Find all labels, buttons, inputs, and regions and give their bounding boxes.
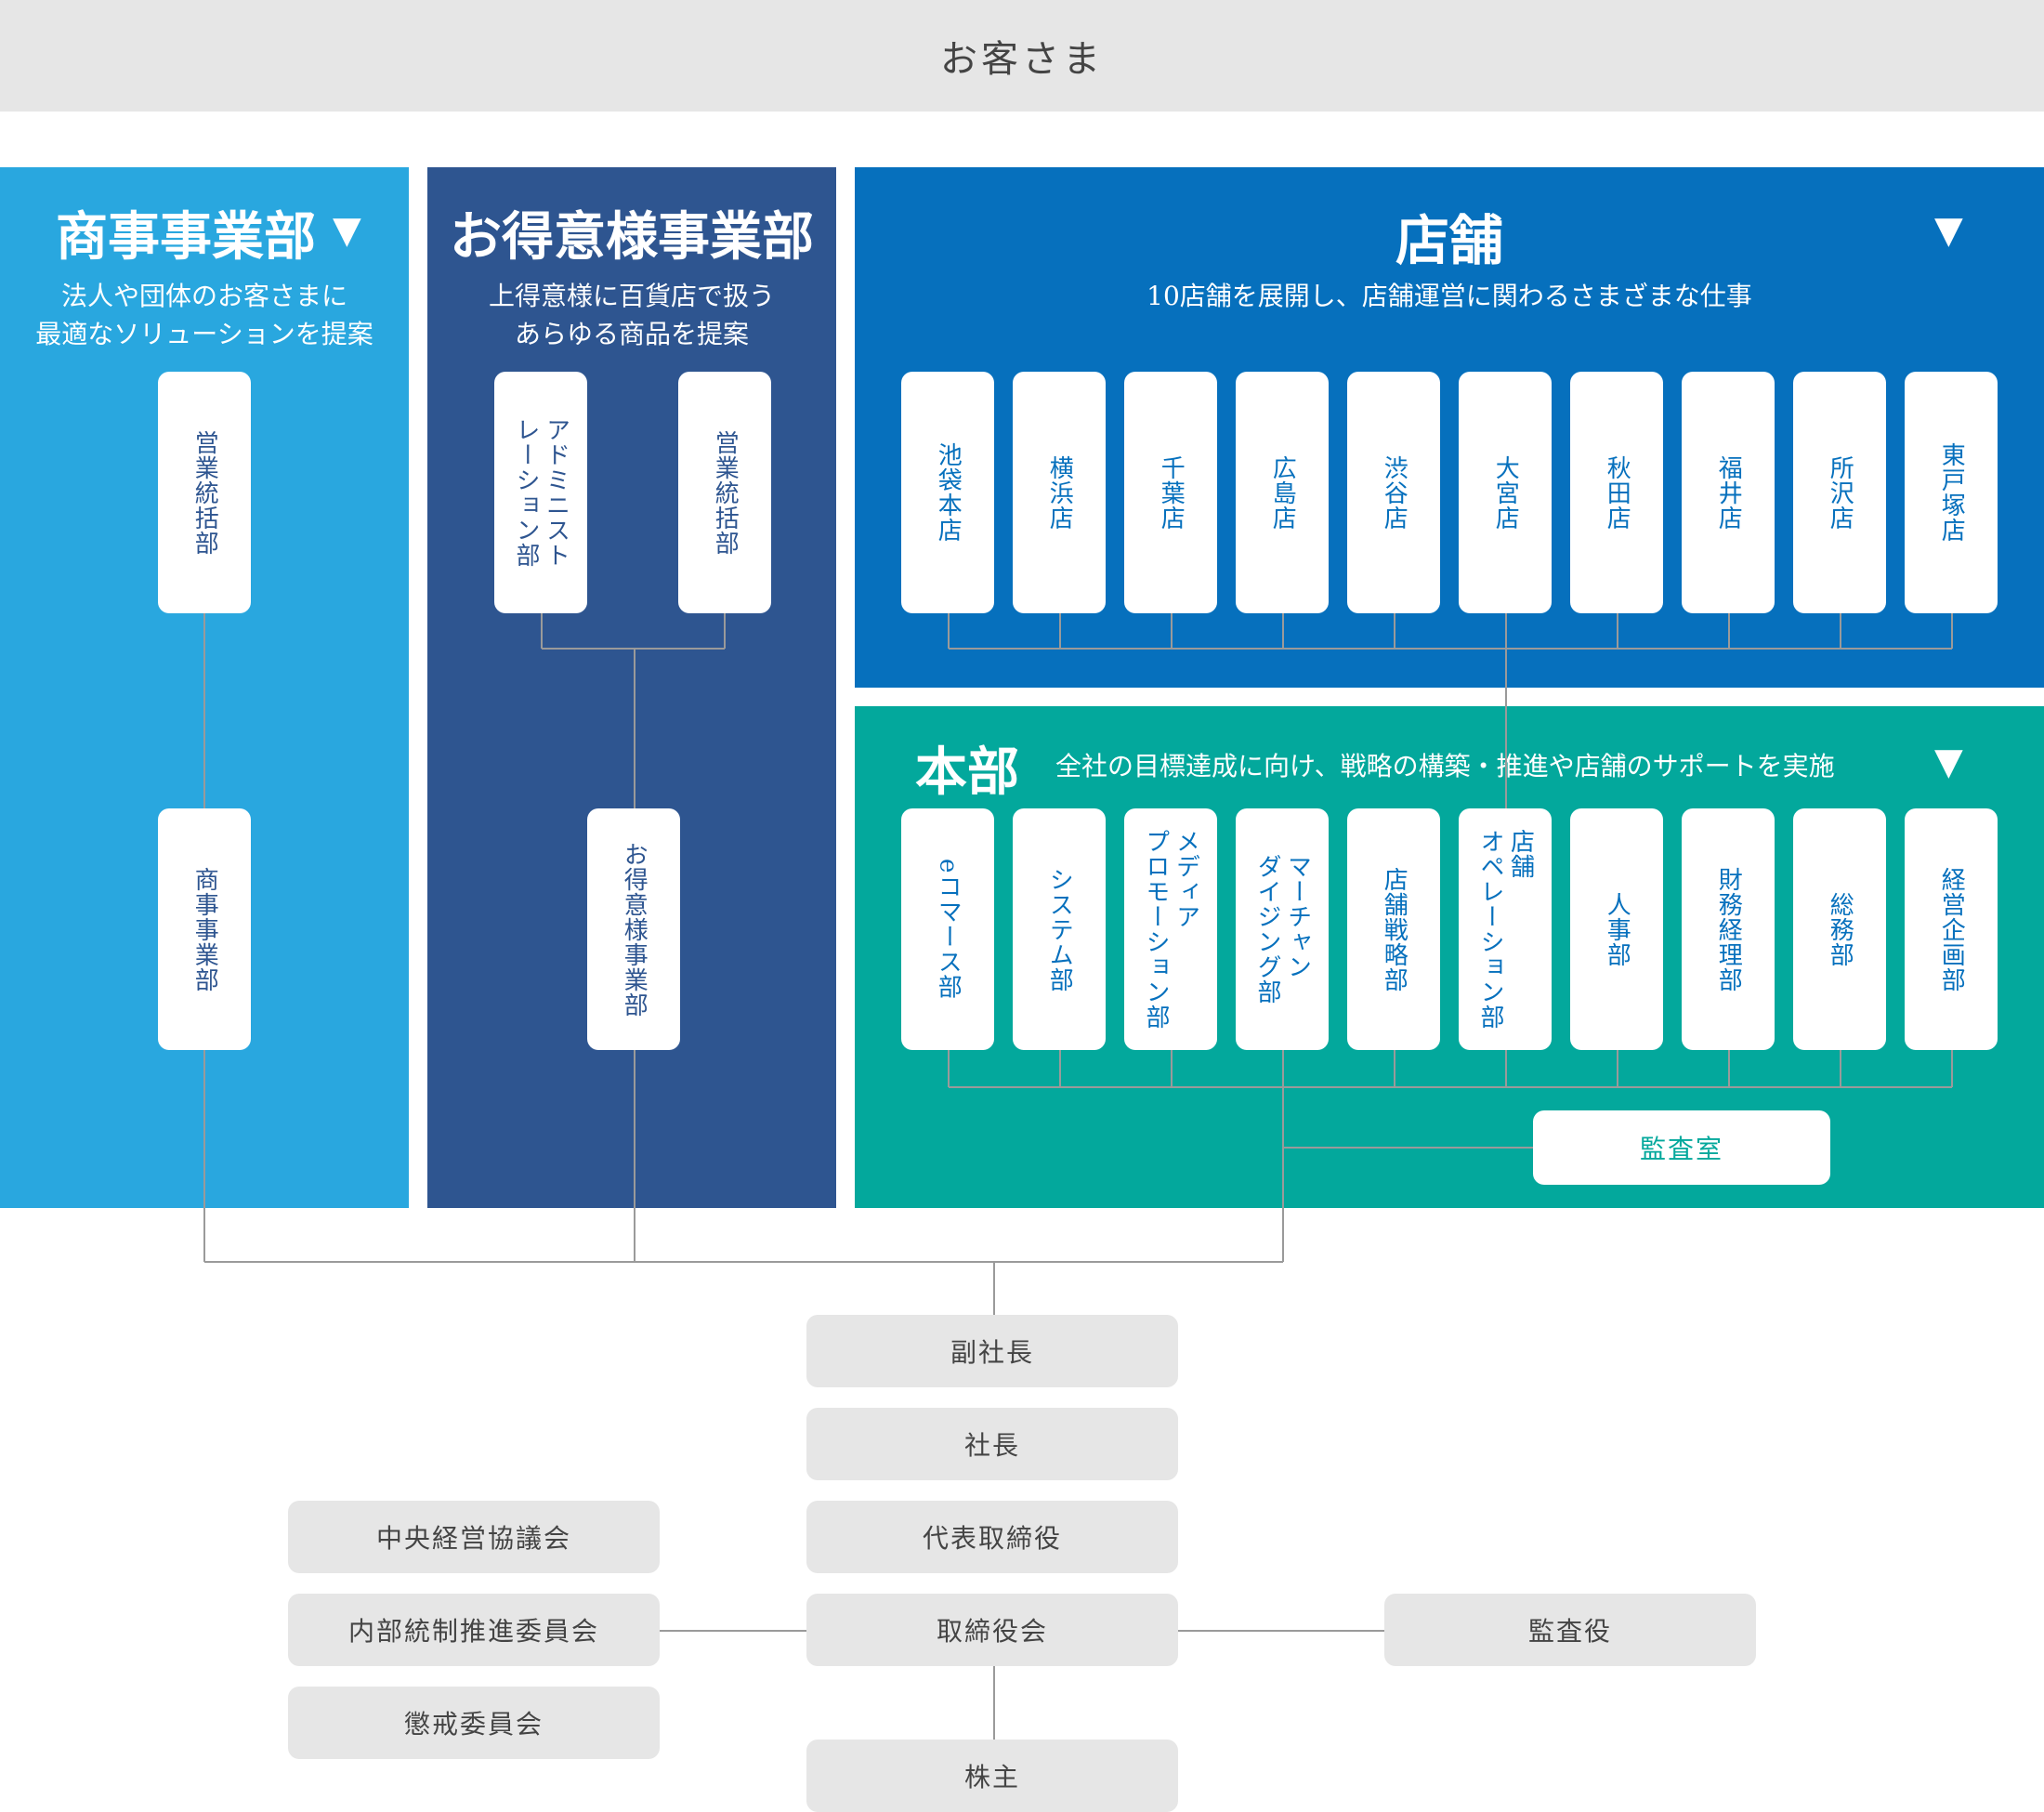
store-label: 池袋本店 — [934, 442, 963, 543]
otokui-sales-management-label: 営業統括部 — [711, 429, 740, 556]
hq-dept-label: システム部 — [1045, 866, 1074, 992]
otokui-subtitle-line2: あらゆる商品を提案 — [514, 319, 749, 349]
hq-dept-label: 財務経理部 — [1714, 866, 1743, 992]
stores-title: 店舗 — [1395, 209, 1503, 272]
hq-dept-label: eコマース部 — [934, 859, 963, 1000]
shoji-division-box[interactable]: 商事事業部 — [158, 808, 251, 1050]
board-of-directors-box[interactable]: 取締役会 — [806, 1594, 1178, 1666]
hq-dept-label: 店舗 オペレーション部 — [1476, 829, 1535, 1030]
shareholders-box[interactable]: 株主 — [806, 1740, 1178, 1812]
audit-room-box[interactable]: 監査室 — [1533, 1110, 1830, 1185]
store-box[interactable]: 広島店 — [1236, 372, 1329, 613]
representative-director-box[interactable]: 代表取締役 — [806, 1501, 1178, 1573]
store-label: 千葉店 — [1157, 454, 1186, 531]
hq-dept-label: 人事部 — [1603, 891, 1631, 967]
hq-dept-box[interactable]: 経営企画部 — [1905, 808, 1998, 1050]
headquarters-title: 本部 — [915, 742, 1019, 803]
shoji-division-label: 商事事業部 — [190, 866, 219, 992]
hq-dept-box[interactable]: メディア プロモーション部 — [1124, 808, 1217, 1050]
vice-president-box[interactable]: 副社長 — [806, 1315, 1178, 1387]
shareholders-label: 株主 — [963, 1762, 1020, 1792]
shoji-sales-management-box[interactable]: 営業統括部 — [158, 372, 251, 613]
store-label: 福井店 — [1714, 454, 1743, 531]
store-label: 広島店 — [1268, 454, 1297, 531]
stores-subtitle: 10店舗を展開し、店舗運営に関わるさまざまな仕事 — [1146, 281, 1752, 311]
hq-dept-box[interactable]: eコマース部 — [901, 808, 994, 1050]
store-label: 所沢店 — [1826, 454, 1854, 531]
store-box[interactable]: 東戸塚店 — [1905, 372, 1998, 613]
stores-expand-triangle-down-icon[interactable]: ▼ — [1934, 209, 1963, 252]
shoji-subtitle-line1: 法人や団体のお客さまに — [60, 281, 347, 311]
hq-dept-label: メディア プロモーション部 — [1142, 829, 1200, 1030]
hq-dept-box[interactable]: 店舗 オペレーション部 — [1459, 808, 1552, 1050]
shoji-subtitle-line2: 最適なソリューションを提案 — [35, 319, 373, 349]
representative-director-label: 代表取締役 — [922, 1523, 1062, 1554]
store-box[interactable]: 福井店 — [1682, 372, 1775, 613]
customers-bar: お客さま — [0, 0, 2044, 112]
president-label: 社長 — [963, 1430, 1020, 1461]
hq-dept-box[interactable]: マーチャン ダイジング部 — [1236, 808, 1329, 1050]
otokui-administration-label: アドミニスト レーション部 — [512, 417, 570, 568]
hq-dept-label: マーチャン ダイジング部 — [1253, 854, 1312, 1004]
audit-room-label: 監査室 — [1639, 1134, 1723, 1164]
headquarters-expand-triangle-down-icon[interactable]: ▼ — [1934, 741, 1963, 783]
president-box[interactable]: 社長 — [806, 1408, 1178, 1480]
central-management-council-box[interactable]: 中央経営協議会 — [288, 1501, 660, 1573]
hq-dept-label: 総務部 — [1826, 891, 1854, 967]
store-box[interactable]: 所沢店 — [1793, 372, 1886, 613]
internal-control-committee-box[interactable]: 内部統制推進委員会 — [288, 1594, 660, 1666]
committee-label: 懲戒委員会 — [403, 1709, 544, 1740]
committee-label: 内部統制推進委員会 — [347, 1616, 599, 1647]
otokui-sales-management-box[interactable]: 営業統括部 — [678, 372, 771, 613]
hq-dept-box[interactable]: 店舗戦略部 — [1347, 808, 1440, 1050]
shoji-title: 商事事業部 — [56, 206, 316, 268]
auditor-label: 監査役 — [1527, 1616, 1612, 1647]
store-box[interactable]: 千葉店 — [1124, 372, 1217, 613]
vice-president-label: 副社長 — [950, 1337, 1034, 1368]
otokui-division-label: お得意様事業部 — [620, 841, 649, 1018]
hq-dept-box[interactable]: システム部 — [1013, 808, 1106, 1050]
store-box[interactable]: 池袋本店 — [901, 372, 994, 613]
hq-dept-box[interactable]: 総務部 — [1793, 808, 1886, 1050]
shoji-sales-management-label: 営業統括部 — [190, 429, 219, 556]
committee-label: 中央経営協議会 — [375, 1523, 571, 1554]
store-box[interactable]: 大宮店 — [1459, 372, 1552, 613]
store-box[interactable]: 横浜店 — [1013, 372, 1106, 613]
disciplinary-committee-box[interactable]: 懲戒委員会 — [288, 1687, 660, 1759]
shoji-expand-triangle-down-icon[interactable]: ▼ — [333, 209, 361, 252]
otokui-subtitle-line1: 上得意様に百貨店で扱う — [488, 281, 775, 311]
board-of-directors-label: 取締役会 — [936, 1616, 1048, 1647]
store-label: 横浜店 — [1045, 454, 1074, 531]
otokui-division-box[interactable]: お得意様事業部 — [587, 808, 680, 1050]
auditor-box[interactable]: 監査役 — [1384, 1594, 1756, 1666]
otokui-title: お得意様事業部 — [450, 206, 814, 268]
headquarters-subtitle: 全社の目標達成に向け、戦略の構築・推進や店舗のサポートを実施 — [1055, 751, 1835, 781]
store-label: 大宮店 — [1491, 454, 1520, 531]
hq-dept-label: 経営企画部 — [1937, 866, 1966, 992]
store-label: 東戸塚店 — [1937, 442, 1966, 543]
hq-dept-label: 店舗戦略部 — [1380, 866, 1409, 992]
store-label: 秋田店 — [1603, 454, 1631, 531]
otokui-administration-box[interactable]: アドミニスト レーション部 — [494, 372, 587, 613]
hq-dept-box[interactable]: 財務経理部 — [1682, 808, 1775, 1050]
store-label: 渋谷店 — [1380, 454, 1409, 531]
hq-dept-box[interactable]: 人事部 — [1570, 808, 1663, 1050]
store-box[interactable]: 渋谷店 — [1347, 372, 1440, 613]
customers-label: お客さま — [940, 38, 1104, 81]
store-box[interactable]: 秋田店 — [1570, 372, 1663, 613]
